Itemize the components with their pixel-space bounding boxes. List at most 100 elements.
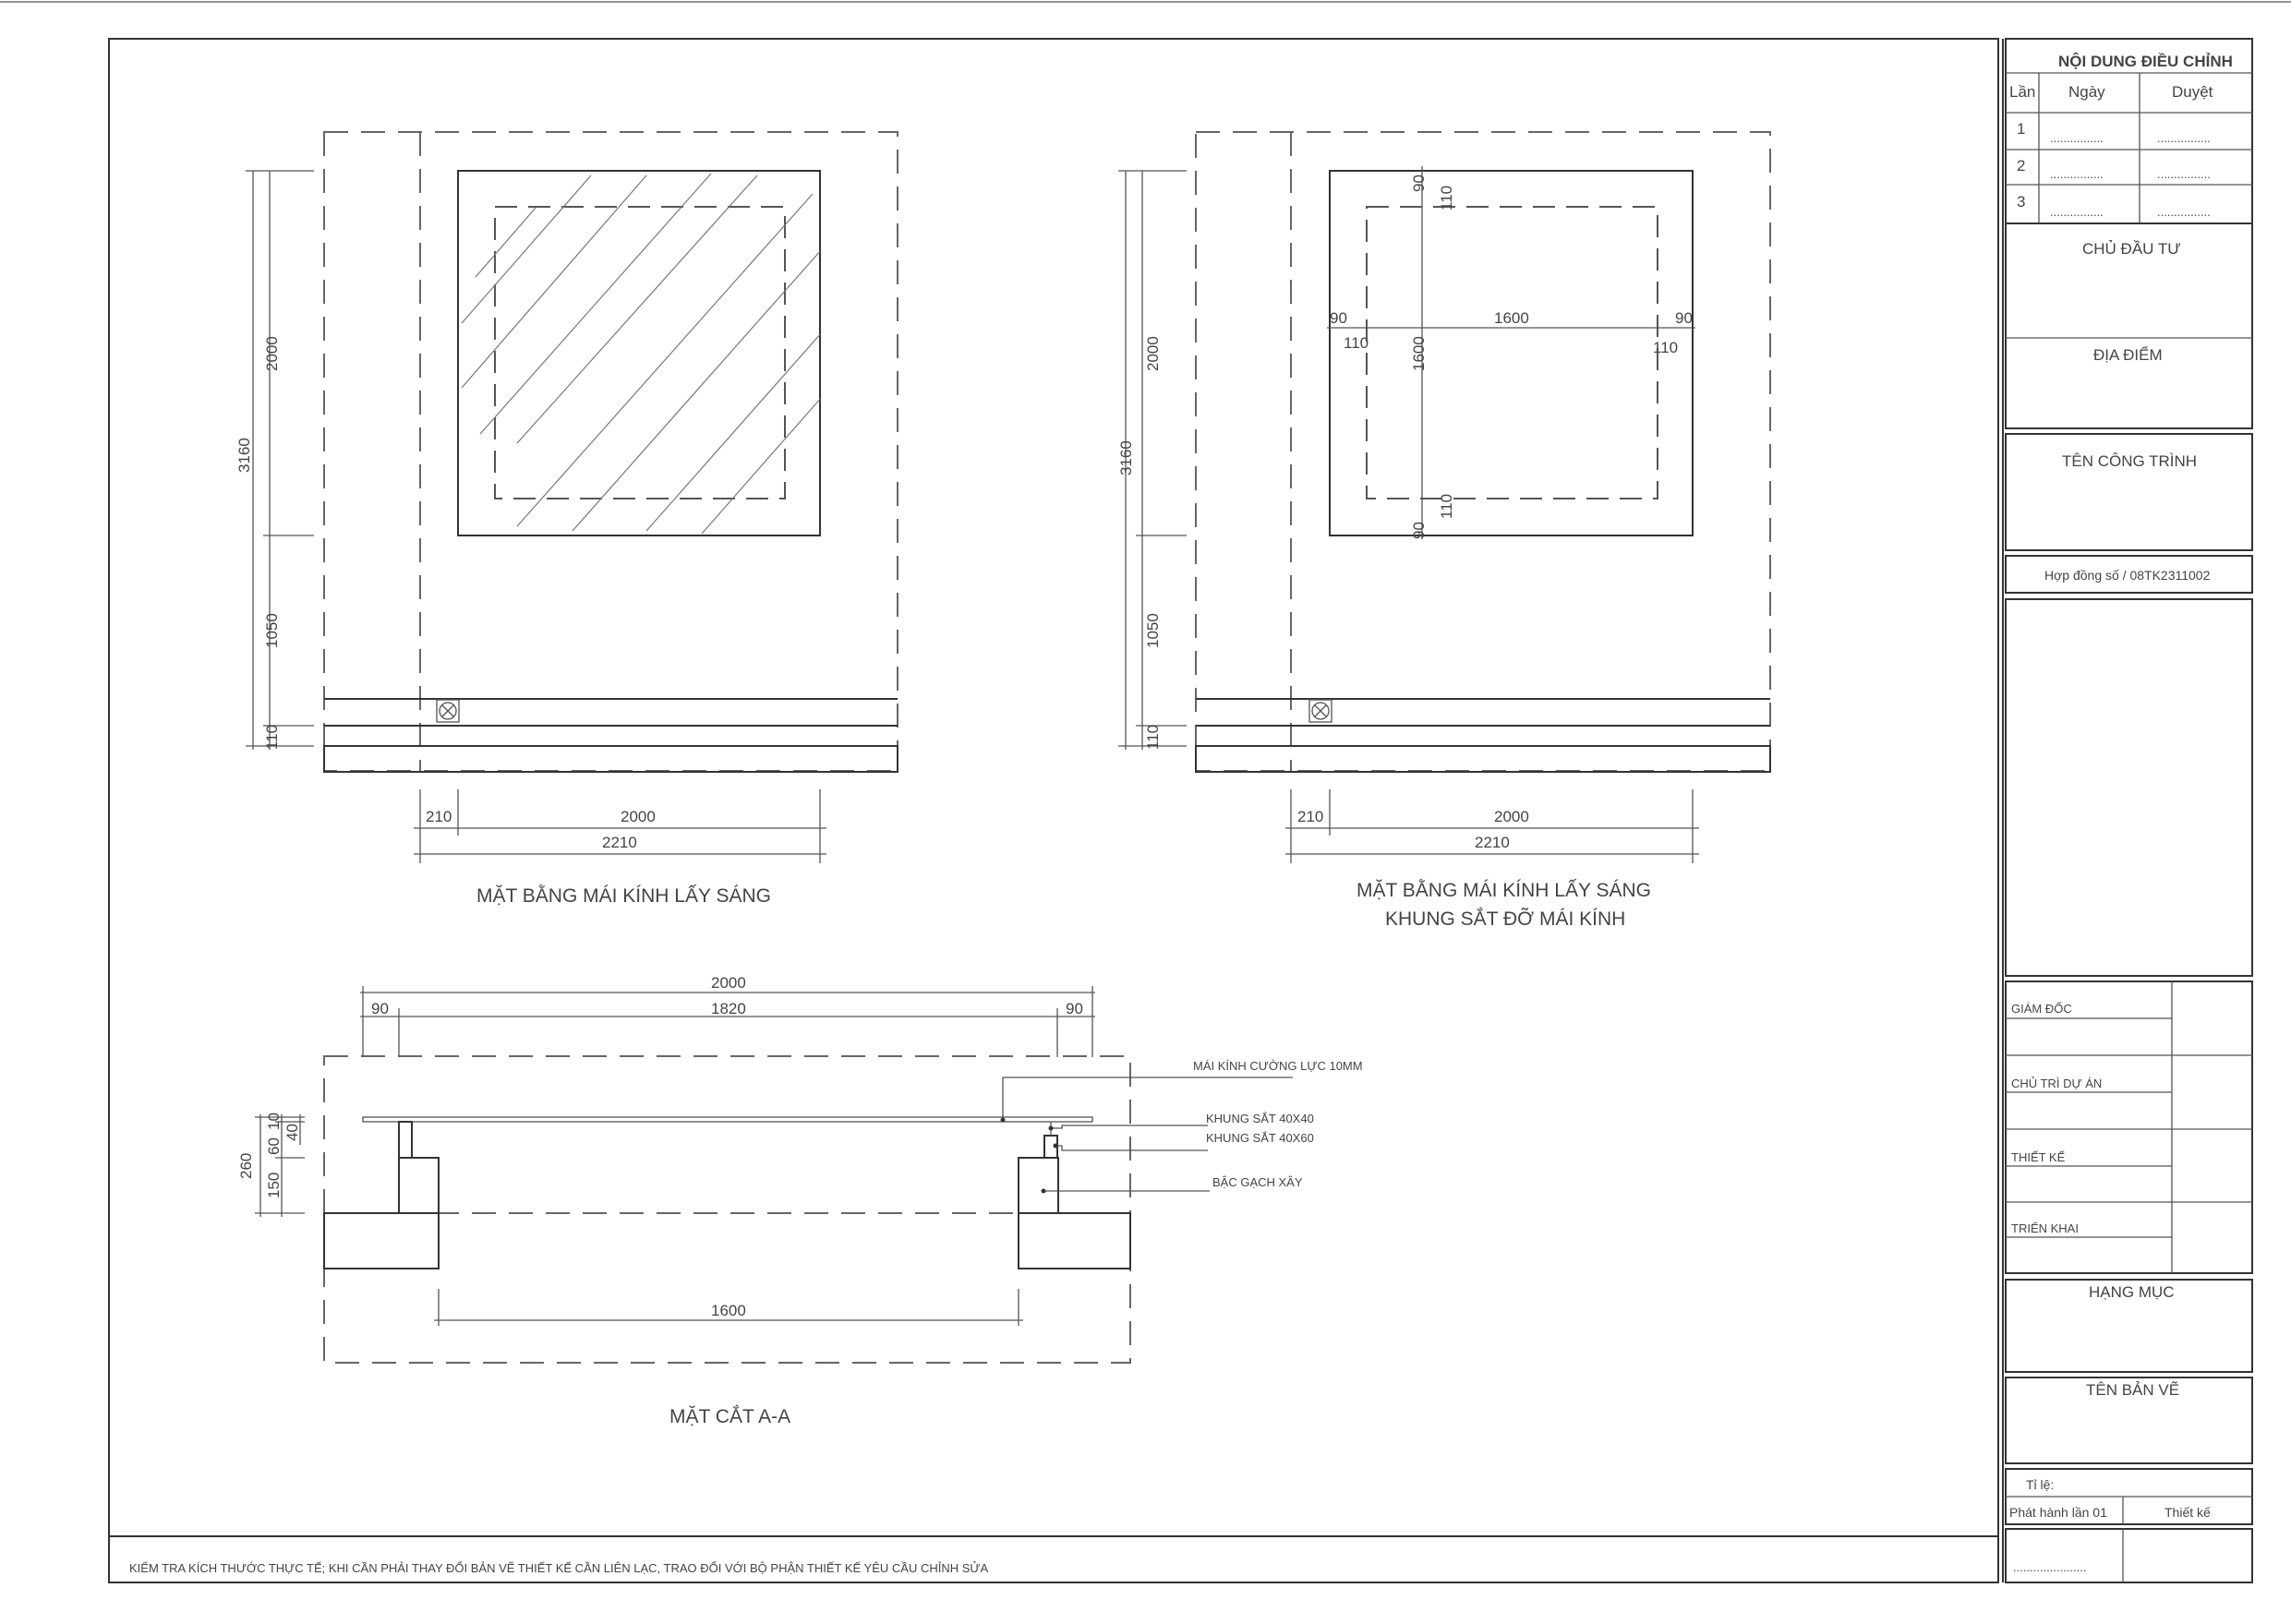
scale-label: Tỉ lệ:	[2026, 1477, 2054, 1492]
section-aa: 2000 90 1820 90 1600 260 10 60 150 40 MÁ…	[237, 974, 1363, 1427]
location-label: ĐỊA ĐIỂM	[2093, 346, 2163, 364]
signature-dots: ......................	[2013, 1560, 2086, 1574]
roles-box	[2005, 980, 2253, 1274]
col-lan: Lần	[2009, 83, 2035, 101]
leader-frame-40x60	[1055, 1145, 1208, 1151]
dim-total-v: 3160	[235, 438, 253, 473]
leader-glass	[1002, 1077, 1293, 1120]
col-duyet: Duyệt	[2172, 83, 2213, 101]
rev-row-3-date: ................	[2050, 205, 2104, 219]
dim-edge-bottom-90: 90	[1410, 522, 1428, 539]
rev-row-2-n: 2	[2017, 157, 2025, 174]
drawing-name-label: TÊN BẢN VẼ	[2086, 1381, 2179, 1399]
category-label: HẠNG MỤC	[2089, 1283, 2175, 1301]
dim-offset-h-2: 210	[1297, 808, 1323, 825]
section-outline	[323, 1055, 1131, 1364]
plan2-bottom-band	[1195, 745, 1771, 773]
callout-frame-40x40: KHUNG SẮT 40X40	[1206, 1112, 1314, 1125]
callout-glass: MÁI KÍNH CƯỜNG LỰC 10MM	[1193, 1059, 1363, 1073]
dim-total-v-2: 3160	[1117, 440, 1135, 475]
drawing-name-box	[2005, 1377, 2253, 1464]
rev-row-2-approve: ................	[2157, 167, 2211, 181]
dim-edge-right-90: 90	[1675, 309, 1693, 327]
plan1-glass-frame	[457, 170, 821, 536]
contract-label: Hợp đồng số / 08TK2311002	[2044, 568, 2211, 583]
dim-lower-v: 1050	[263, 613, 281, 648]
plan2-title-line1: MẶT BẰNG MÁI KÍNH LẤY SÁNG	[1357, 879, 1651, 901]
dim-upper-v-2: 2000	[1144, 336, 1162, 371]
dim-edge-right-110: 110	[1653, 339, 1678, 356]
section-title: MẶT CẮT A-A	[669, 1405, 790, 1427]
slab-left	[323, 1212, 440, 1269]
dim-span-v: 1600	[1410, 336, 1428, 371]
issue-label: Phát hành lần 01	[2009, 1505, 2107, 1520]
brick-step-right	[1018, 1157, 1059, 1214]
investor-box	[2005, 223, 2253, 429]
dim-section-h-150: 150	[265, 1173, 283, 1198]
dim-inner-h-2: 2000	[1494, 808, 1529, 825]
dim-total-h-2: 2210	[1475, 834, 1510, 851]
dim-upper-v: 2000	[263, 336, 281, 371]
dim-inner-h: 2000	[621, 808, 656, 825]
investor-label: CHỦ ĐẦU TƯ	[2082, 240, 2181, 258]
drain-icon	[1308, 699, 1332, 723]
callout-frame-40x60: KHUNG SẮT 40X60	[1206, 1131, 1314, 1145]
drain-icon	[436, 699, 460, 723]
rev-row-2-date: ................	[2050, 167, 2104, 181]
project-name-label: TÊN CÔNG TRÌNH	[2062, 452, 2197, 470]
plan2-title-line2: KHUNG SẮT ĐỠ MÁI KÍNH	[1385, 908, 1625, 930]
role-director: GIÁM ĐỐC	[2011, 1002, 2072, 1016]
dim-section-right-90: 90	[1066, 1000, 1083, 1017]
plan1-glass-inner	[494, 206, 786, 499]
plan1-bottom-band	[323, 745, 898, 773]
footer-note: KIỂM TRA KÍCH THƯỚC THỰC TẾ; KHI CẦN PHẢ…	[129, 1561, 989, 1575]
plan2-frame-outer	[1329, 170, 1694, 536]
plan1-outline	[323, 131, 898, 772]
notes-box	[2005, 598, 2253, 977]
contract-box	[2005, 555, 2253, 594]
leader-frame-40x40	[1051, 1125, 1208, 1129]
project-box	[2005, 433, 2253, 551]
frame-40x40-left	[398, 1121, 413, 1159]
callout-brick: BẬC GẠCH XÂY	[1212, 1175, 1303, 1189]
revision-header: NỘI DUNG ĐIỀU CHỈNH	[2058, 53, 2233, 70]
glass-pane	[362, 1116, 1093, 1123]
dim-strip-v-2: 110	[1144, 725, 1162, 750]
rev-row-1-approve: ................	[2157, 131, 2211, 145]
dim-section-top-total: 2000	[711, 974, 746, 992]
dim-section-bottom: 1600	[711, 1302, 746, 1319]
dim-section-h-total: 260	[237, 1153, 255, 1179]
dim-section-left-90: 90	[371, 1000, 389, 1017]
dim-edge-left-110: 110	[1344, 334, 1369, 352]
col-ngay: Ngày	[2068, 83, 2105, 101]
slab-right	[1018, 1212, 1131, 1269]
dim-total-h: 2210	[602, 834, 637, 851]
dim-offset-h: 210	[426, 808, 452, 825]
rev-row-3-approve: ................	[2157, 205, 2211, 219]
brick-step-left	[398, 1157, 440, 1214]
dim-section-h-10: 10	[265, 1113, 283, 1130]
rev-row-1-date: ................	[2050, 131, 2104, 145]
rev-row-3-n: 3	[2017, 193, 2025, 211]
rev-row-1-n: 1	[2017, 120, 2025, 138]
design-label: Thiết kế	[2164, 1505, 2211, 1520]
dim-span-h: 1600	[1494, 309, 1529, 327]
dim-section-h-40: 40	[283, 1124, 301, 1141]
plan2-frame-inner	[1366, 206, 1658, 499]
dim-lower-v-2: 1050	[1144, 613, 1162, 648]
category-box	[2005, 1279, 2253, 1373]
dim-edge-top-90: 90	[1410, 174, 1428, 192]
plan1-title: MẶT BẰNG MÁI KÍNH LẤY SÁNG	[476, 884, 771, 907]
role-project-lead: CHỦ TRÌ DỰ ÁN	[2011, 1077, 2102, 1090]
drawing-border	[108, 38, 1999, 1583]
plan-glass-roof: 3160 2000 1050 110 210 2000 2210 MẶT BẰN…	[235, 131, 898, 907]
dim-edge-top-110: 110	[1438, 186, 1455, 211]
role-designer: THIẾT KẾ	[2011, 1150, 2066, 1164]
plan-frame: 1600 90 90 110 110 1600 90 110 110 90 31…	[1117, 131, 1771, 930]
dim-edge-bottom-110: 110	[1438, 494, 1455, 519]
plan2-outline	[1195, 131, 1771, 772]
title-block: NỘI DUNG ĐIỀU CHỈNH Lần Ngày Duyệt 1 ...…	[2002, 38, 2253, 1583]
dim-edge-left-90: 90	[1330, 309, 1347, 327]
